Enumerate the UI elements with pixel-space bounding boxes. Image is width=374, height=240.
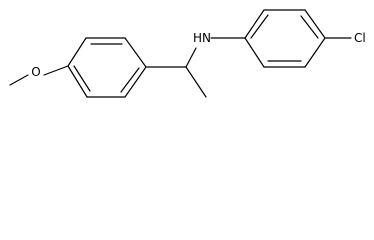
ring-bond	[304, 37, 326, 68]
ring-bond	[67, 65, 88, 98]
ring-bond	[67, 37, 87, 67]
oxygen-to-ring-bond	[43, 65, 69, 76]
chemical-structure-diagram: O HN Cl	[9, 9, 366, 98]
amine-atom-label: HN	[193, 31, 211, 45]
chiral-carbon-to-methyl-bond	[185, 66, 207, 98]
ring-double-bond	[73, 65, 91, 92]
methyl-to-oxygen-bond	[9, 74, 29, 86]
methoxyphenyl-ring	[67, 37, 147, 98]
oxygen-atom-label: O	[31, 65, 40, 79]
ring-double-bond	[250, 14, 269, 39]
ring-bond	[244, 9, 265, 39]
chlorophenyl-ring	[244, 9, 326, 68]
ring-bond	[124, 66, 147, 98]
ring-bond	[244, 37, 265, 68]
chlorine-atom-label: Cl	[354, 31, 366, 45]
ring-double-bond	[300, 15, 319, 39]
ring-bond	[304, 9, 326, 39]
chiral-carbon-to-nitrogen-bond	[185, 47, 197, 68]
ring-double-bond	[120, 67, 140, 93]
ring-bond	[124, 37, 147, 68]
